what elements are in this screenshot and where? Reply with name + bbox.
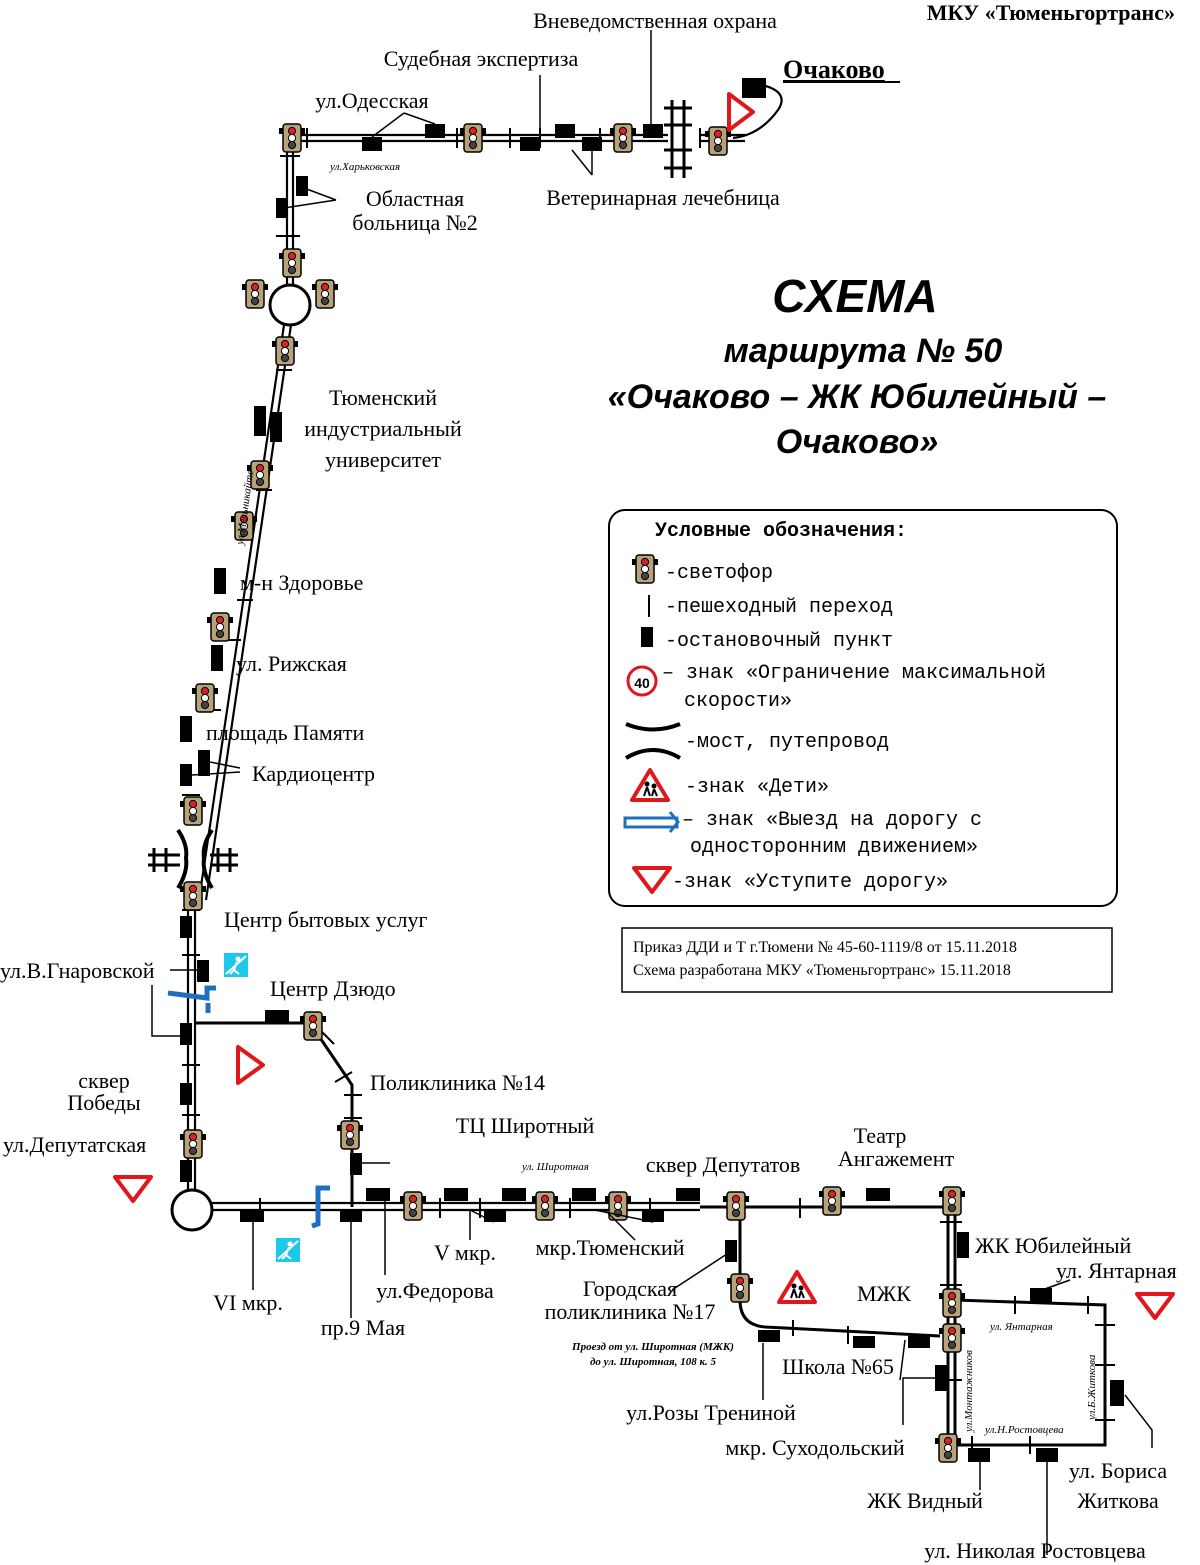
stop-tiu-end: университет — [325, 447, 441, 472]
stop-zdorovie: м-н Здоровье — [240, 570, 363, 595]
legend-one-way-cont: односторонним движением» — [690, 836, 978, 859]
stop-gnarovskoy: ул.В.Гнаровской — [0, 958, 155, 983]
street-zhitkova: ул.Б.Житкова — [1086, 1354, 1098, 1421]
stop-gor-poli: Городская — [583, 1276, 677, 1301]
stop-vnevedomstvennaya: Вневедомственная охрана — [533, 8, 777, 33]
stop-zhitkova-cont: Житкова — [1077, 1488, 1159, 1513]
legend: Условные обозначения: -светофор -пешеход… — [608, 509, 1118, 907]
stop-deputatskaya: ул.Депутатская — [3, 1132, 146, 1157]
roundabout-south — [170, 1188, 214, 1232]
stop-rizhskaya: ул. Рижская — [236, 651, 347, 676]
stop-pr9maya: пр.9 Мая — [321, 1315, 405, 1340]
sign-yield-left — [113, 1175, 153, 1203]
terminal-loop — [742, 78, 766, 98]
stop-poliklinika14: Поликлиника №14 — [370, 1070, 545, 1095]
stop-sudebnaya: Судебная экспертиза — [384, 46, 579, 71]
stop-jk-vidny: ЖК Видный — [867, 1488, 983, 1513]
legend-heading: Условные обозначения: — [655, 520, 907, 543]
stop-gor-poli-cont: поликлиника №17 — [545, 1299, 716, 1324]
sign-yield-north — [727, 92, 755, 132]
sign-yield-east — [1135, 1292, 1175, 1320]
stop-teatr: Театр — [854, 1123, 907, 1148]
stop-tyumensky: мкр.Тюменский — [535, 1235, 684, 1260]
stop-jk-jubileyny: ЖК Юбилейный — [975, 1233, 1132, 1258]
sign-children — [777, 1270, 817, 1304]
stop-rostovtseva: ул. Николая Ростовцева — [924, 1538, 1146, 1563]
street-kharkovskaya: ул.Харьковская — [329, 161, 400, 173]
stop-roza: ул.Розы Трениной — [626, 1400, 796, 1425]
passage-note-cont: до ул. Широтная, 108 к. 5 — [590, 1356, 717, 1368]
roundabout-north — [268, 283, 312, 327]
street-rostovtseva: ул.Н.Ростовцева — [984, 1424, 1064, 1436]
stop-ploshchad: площадь Памяти — [206, 720, 364, 745]
stop-fedorova: ул.Федорова — [376, 1278, 494, 1303]
stop-v-mkr: V мкр. — [434, 1240, 496, 1265]
legend-children: -знак «Дети» — [685, 776, 829, 799]
title-route-number: маршрута № 50 — [724, 332, 1003, 370]
street-shirotnaya: ул. Широтная — [521, 1161, 589, 1173]
order-line-1: Приказ ДДИ и Т г.Тюмени № 45-60-1119/8 о… — [633, 939, 1017, 956]
legend-bridge: -мост, путепровод — [685, 731, 889, 754]
leader-lines — [151, 30, 1153, 1555]
title-route-name: «Очаково – ЖК Юбилейный – — [608, 378, 1107, 416]
passage-note: Проезд от ул. Широтная (МЖК) — [571, 1341, 734, 1353]
legend-traffic-light: -светофор — [665, 562, 773, 585]
stop-kardio: Кардиоцентр — [252, 761, 375, 786]
stop-markers — [180, 124, 1124, 1462]
order-note: Приказ ДДИ и Т г.Тюмени № 45-60-1119/8 о… — [621, 927, 1113, 993]
stop-vi-mkr: VI мкр. — [213, 1290, 283, 1315]
stop-veterinarnaya: Ветеринарная лечебница — [546, 185, 780, 210]
stop-judo: Центр Дзюдо — [270, 976, 396, 1001]
sign-yield-right — [236, 1045, 265, 1085]
stop-teatr-cont: Ангажемент — [838, 1146, 955, 1171]
stop-tiu: Тюменский — [329, 385, 437, 410]
bridge-overpass — [148, 828, 238, 890]
one-way-icon — [623, 816, 679, 829]
stop-skver-deputatov: сквер Депутатов — [646, 1152, 801, 1177]
street-yantarnaya: ул. Янтарная — [989, 1321, 1053, 1333]
bridge-icon — [624, 722, 682, 760]
legend-one-way: – знак «Выезд на дорогу с — [682, 809, 982, 832]
stop-cbu: Центр бытовых услуг — [224, 907, 428, 932]
stop-odesskaya: ул.Одесская — [315, 88, 428, 113]
legend-crosswalk: -пешеходный переход — [665, 596, 893, 619]
pedestrian-icon — [275, 1237, 301, 1263]
terminal-label: Очаково — [783, 55, 885, 84]
legend-speed-limit-cont: скорости» — [684, 690, 792, 713]
legend-yield: -знак «Уступите дорогу» — [672, 871, 948, 894]
legend-stop: -остановочный пункт — [665, 630, 893, 653]
stop-oblastnaya: Областная — [366, 186, 464, 211]
order-line-2: Схема разработана МКУ «Тюменьгортранс» 1… — [633, 962, 1011, 979]
stop-skver-pobedy: сквер — [78, 1068, 129, 1093]
legend-speed-limit: – знак «Ограничение максимальной — [662, 662, 1046, 685]
speed-limit-icon — [626, 665, 658, 697]
stop-sukhodolsky: мкр. Суходольский — [725, 1435, 904, 1460]
organization-name: МКУ «Тюменьгортранс» — [927, 0, 1175, 25]
stop-skver-pobedy-cont: Победы — [67, 1090, 140, 1115]
pedestrian-icon — [223, 952, 249, 978]
street-montazhnikov: ул.Монтажников — [963, 1350, 975, 1433]
stop-zhitkova: ул. Бориса — [1069, 1458, 1167, 1483]
stop-shkola65: Школа №65 — [782, 1354, 894, 1379]
railway-crossing — [664, 100, 692, 178]
stop-mzhk: МЖК — [857, 1281, 911, 1306]
title-route-name-end: Очаково» — [776, 423, 939, 461]
stop-yantarnaya: ул. Янтарная — [1056, 1258, 1177, 1283]
title-scheme: СХЕМА — [772, 270, 938, 322]
one-way-sign — [167, 985, 330, 1229]
stop-tiu-cont: индустриальный — [304, 416, 462, 441]
speed-limit-value: 40 — [634, 675, 650, 691]
stop-oblastnaya-cont: больница №2 — [352, 210, 478, 235]
stop-tc-shirotny: ТЦ Широтный — [456, 1113, 595, 1138]
